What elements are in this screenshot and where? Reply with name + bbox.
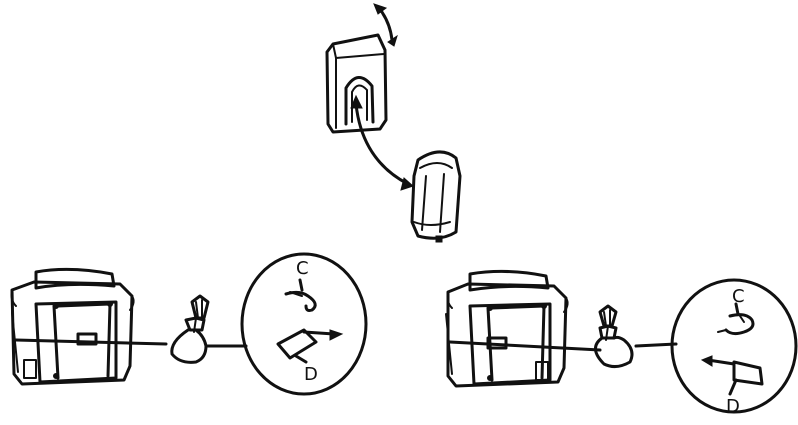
- left-machine-icon: [12, 269, 167, 384]
- right-machine-icon: [446, 271, 600, 386]
- left-callout: C D: [242, 254, 366, 394]
- left-bag-icon: [172, 296, 246, 362]
- rotate-arrow-icon: [374, 4, 397, 46]
- right-callout: C D: [672, 280, 796, 417]
- top-device-icon: [327, 35, 386, 132]
- seat-icon: [412, 152, 460, 242]
- right-bag-icon: [595, 306, 676, 367]
- right-callout-label-d: D: [726, 396, 740, 417]
- left-callout-label-d: D: [304, 364, 318, 385]
- left-callout-label-c: C: [296, 258, 309, 279]
- right-callout-label-c: C: [732, 286, 745, 307]
- curved-double-arrow-icon: [351, 96, 413, 190]
